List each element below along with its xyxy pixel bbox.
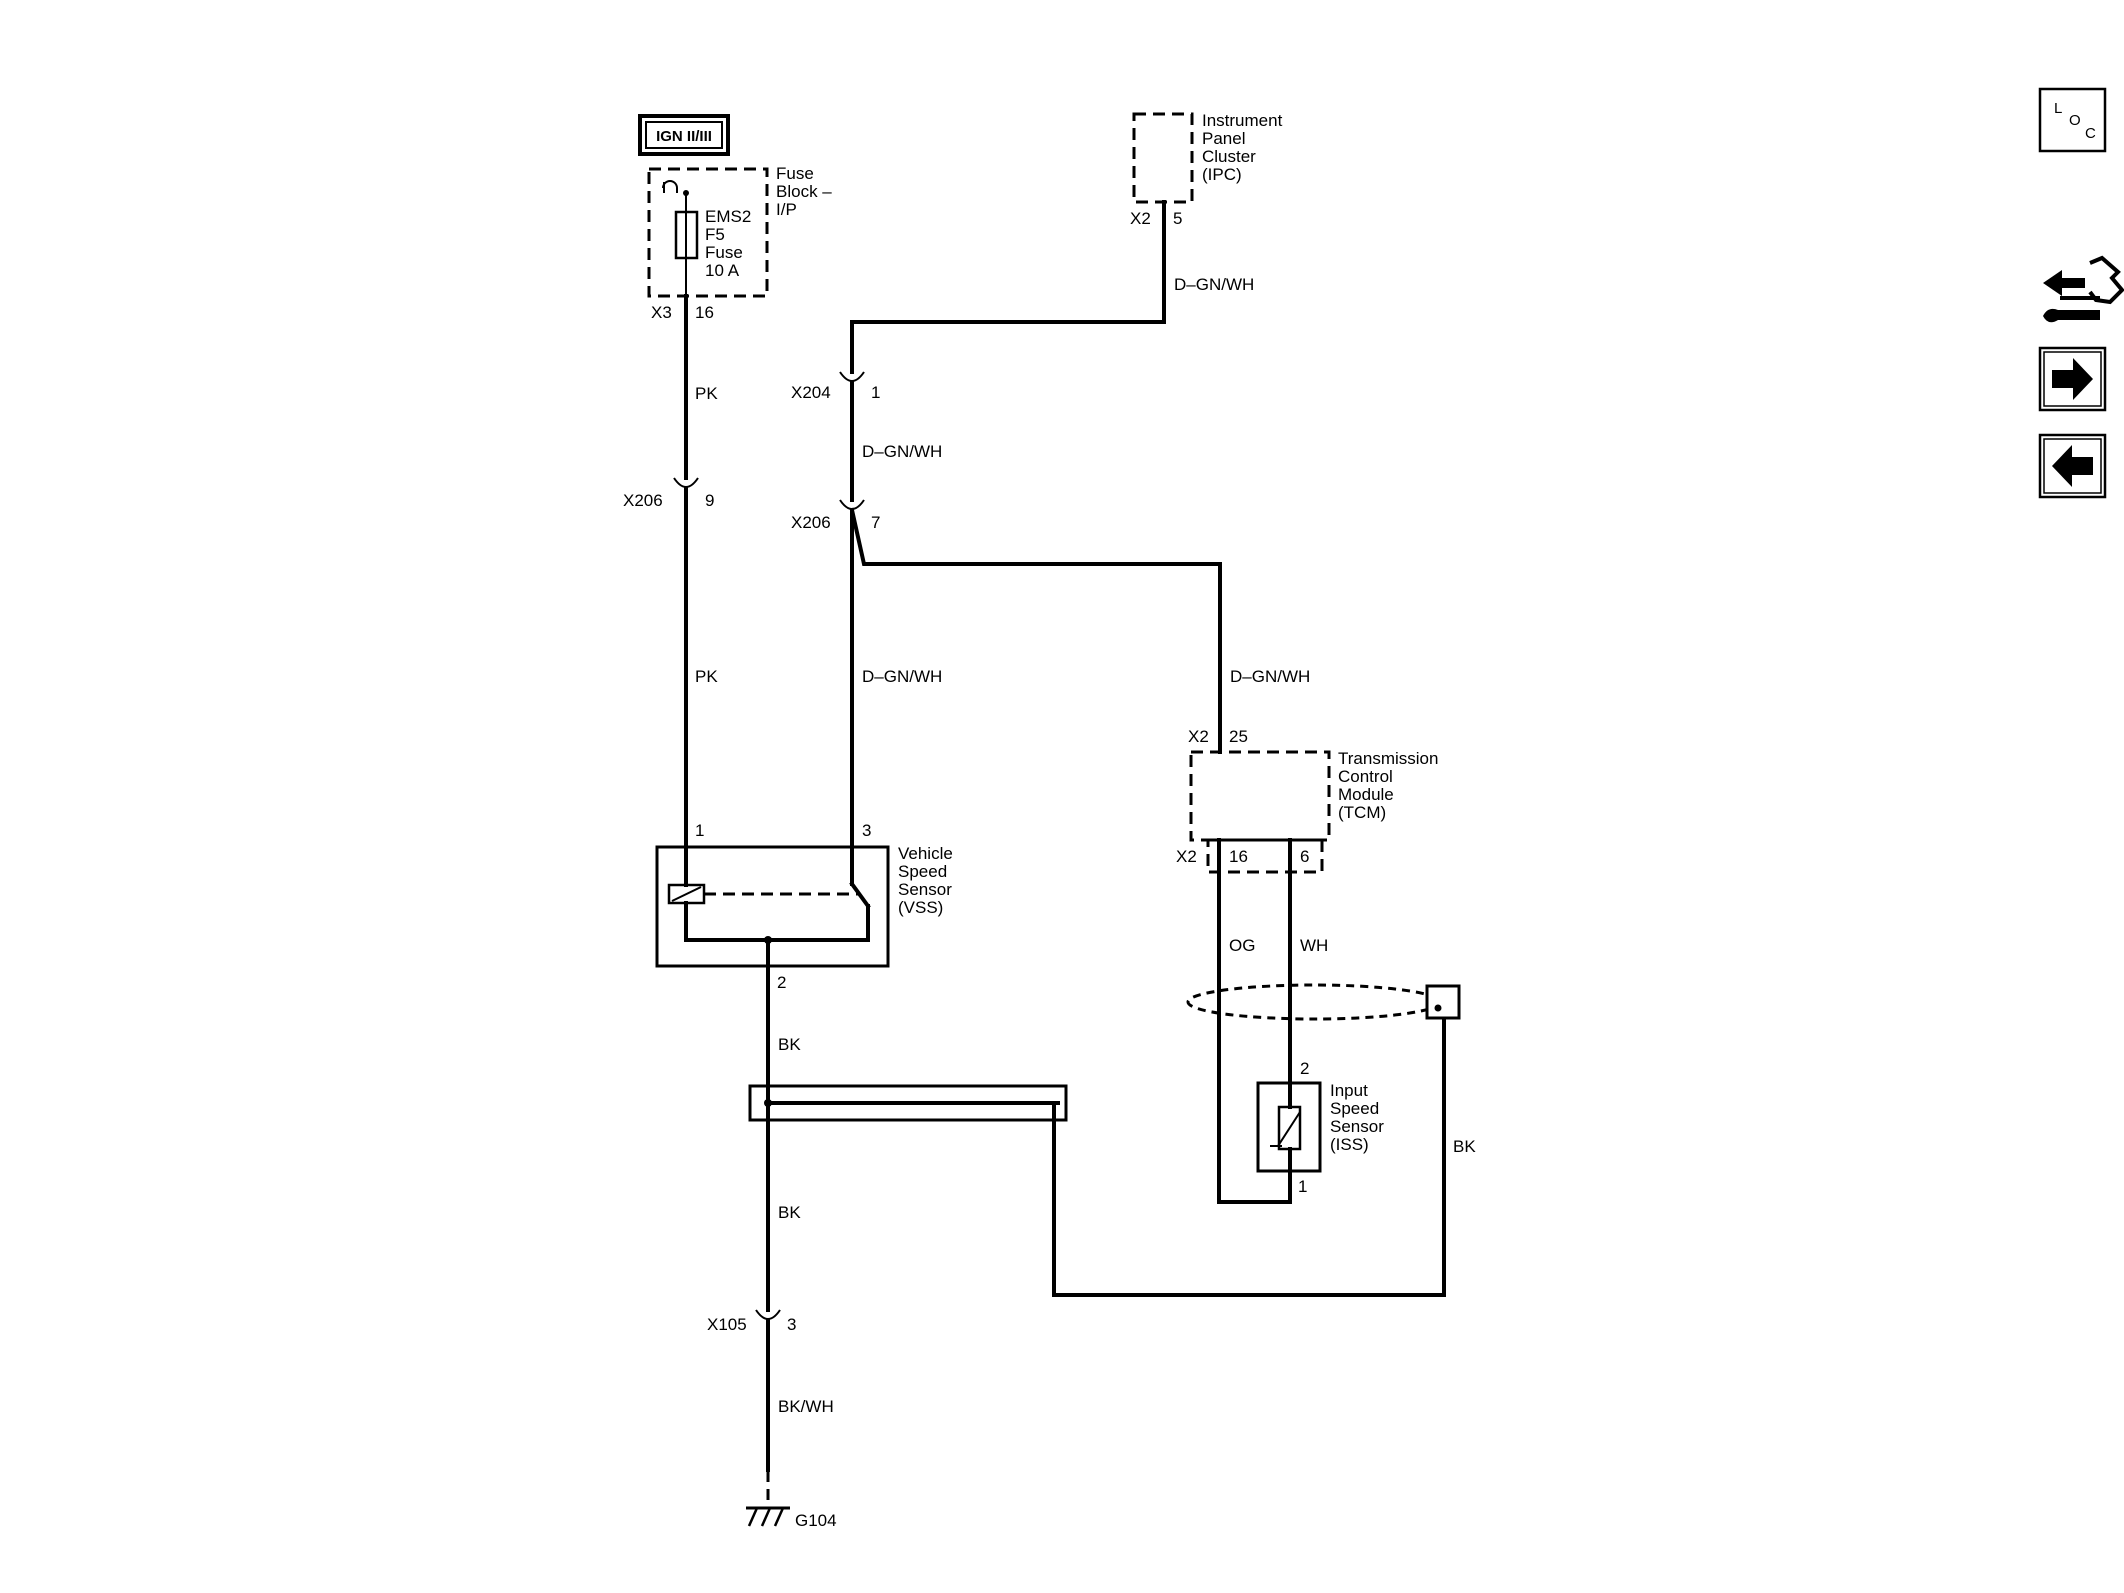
connector-x206-a-pin: 9: [705, 491, 714, 510]
connector-x206-b-name: X206: [791, 513, 831, 532]
wire-dgnwh-vss-label: D–GN/WH: [862, 667, 942, 686]
ground-splice-pack: [748, 1084, 1068, 1122]
wire-pk-upper-label: PK: [695, 384, 718, 403]
connector-x204-name: X204: [791, 383, 831, 402]
tcm-label-2: Control: [1338, 767, 1393, 786]
tcm-pin-a: 16: [1229, 847, 1248, 866]
iss-pin-2: 2: [1300, 1059, 1309, 1078]
tcm-label-1: Transmission: [1338, 749, 1438, 768]
next-button[interactable]: [2038, 346, 2107, 412]
tcm-connector-bottom: X2: [1176, 847, 1197, 866]
connector-x105: X105 3: [707, 1298, 796, 1334]
fuse-label-3: Fuse: [705, 243, 743, 262]
fuse-block: Fuse Block – I/P EMS2 F5 Fuse 10 A X3 16: [647, 164, 832, 322]
wire-dgnwh-x204-label: D–GN/WH: [862, 442, 942, 461]
location-button[interactable]: L O C: [2038, 87, 2107, 153]
previous-button[interactable]: [2038, 433, 2107, 499]
fuse-block-pin: 16: [695, 303, 714, 322]
instrument-panel-cluster: Instrument Panel Cluster (IPC) X2 5: [1130, 111, 1283, 228]
fuse-label-1: EMS2: [705, 207, 751, 226]
vss-label-4: (VSS): [898, 898, 943, 917]
vss-pin-2: 2: [777, 973, 786, 992]
ignition-label-box: IGN II/III: [638, 114, 730, 156]
svg-text:O: O: [2069, 112, 2081, 129]
component-info-icon: [2043, 255, 2124, 323]
svg-text:C: C: [2085, 125, 2096, 142]
wire-bk-shield: [1052, 1000, 1446, 1297]
wire-og-label: OG: [1229, 936, 1255, 955]
wire-bk-vss-label: BK: [778, 1035, 801, 1054]
wire-og: [1217, 838, 1292, 1204]
tcm-connector-top: X2: [1188, 727, 1209, 746]
connector-x105-pin: 3: [787, 1315, 796, 1334]
wire-bk-splice-label: BK: [778, 1203, 801, 1222]
wire-dgnwh-tcm: [849, 507, 1222, 754]
iss-label-2: Speed: [1330, 1099, 1379, 1118]
ground-g104: G104: [746, 1506, 837, 1530]
ignition-label: IGN II/III: [656, 128, 712, 145]
vss-label-2: Speed: [898, 862, 947, 881]
fuse-block-label-2: Block –: [776, 182, 832, 201]
transmission-control-module: X2 25 Transmission Control Module (TCM) …: [1176, 727, 1438, 874]
vehicle-speed-sensor: 1 3 Vehicle Speed Sensor (VSS) 2: [655, 821, 953, 992]
wire-pk-lower-label: PK: [695, 667, 718, 686]
wire-dgnwh-ipc: [850, 200, 1166, 362]
tcm-pin-top: 25: [1229, 727, 1248, 746]
previous-arrow-icon: [2052, 445, 2093, 487]
tcm-label-4: (TCM): [1338, 803, 1386, 822]
vss-label-3: Sensor: [898, 880, 952, 899]
ipc-label-4: (IPC): [1202, 165, 1242, 184]
vss-label-1: Vehicle: [898, 844, 953, 863]
fuse-label-2: F5: [705, 225, 725, 244]
connector-x206-a-name: X206: [623, 491, 663, 510]
iss-label-4: (ISS): [1330, 1135, 1369, 1154]
connector-x206-b-pin: 7: [871, 513, 880, 532]
fuse-block-label-1: Fuse: [776, 164, 814, 183]
next-arrow-icon: [2052, 358, 2093, 400]
fuse-block-label-3: I/P: [776, 200, 797, 219]
input-speed-sensor: 2 Input Speed Sensor (ISS) 1: [1256, 1059, 1384, 1196]
vss-pin-1: 1: [695, 821, 704, 840]
iss-pin-1: 1: [1298, 1177, 1307, 1196]
connector-x206-pin9: X206 9: [623, 464, 714, 510]
iss-label-1: Input: [1330, 1081, 1368, 1100]
fuse-block-connector: X3: [651, 303, 672, 322]
wire-wh-label: WH: [1300, 936, 1328, 955]
cable-shield: [1186, 983, 1461, 1021]
ipc-pin: 5: [1173, 209, 1182, 228]
location-icon: L O C: [2054, 100, 2096, 142]
component-info-button[interactable]: [2043, 255, 2124, 323]
fuse-label-4: 10 A: [705, 261, 740, 280]
connector-x206-pin7: X206 7: [791, 486, 880, 532]
ground-name: G104: [795, 1511, 837, 1530]
wire-bk-shield-label: BK: [1453, 1137, 1476, 1156]
ipc-label-3: Cluster: [1202, 147, 1256, 166]
ipc-connector: X2: [1130, 209, 1151, 228]
vss-pin-3: 3: [862, 821, 871, 840]
connector-x204: X204 1: [791, 358, 880, 402]
svg-text:L: L: [2054, 100, 2062, 117]
tcm-label-3: Module: [1338, 785, 1394, 804]
connector-x204-pin: 1: [871, 383, 880, 402]
wire-bkwh-label: BK/WH: [778, 1397, 834, 1416]
iss-label-3: Sensor: [1330, 1117, 1384, 1136]
ipc-label-1: Instrument: [1202, 111, 1283, 130]
wire-dgnwh-ipc-label: D–GN/WH: [1174, 275, 1254, 294]
tcm-pin-b: 6: [1300, 847, 1309, 866]
connector-x105-name: X105: [707, 1315, 747, 1334]
ipc-label-2: Panel: [1202, 129, 1245, 148]
wire-dgnwh-tcm-label: D–GN/WH: [1230, 667, 1310, 686]
